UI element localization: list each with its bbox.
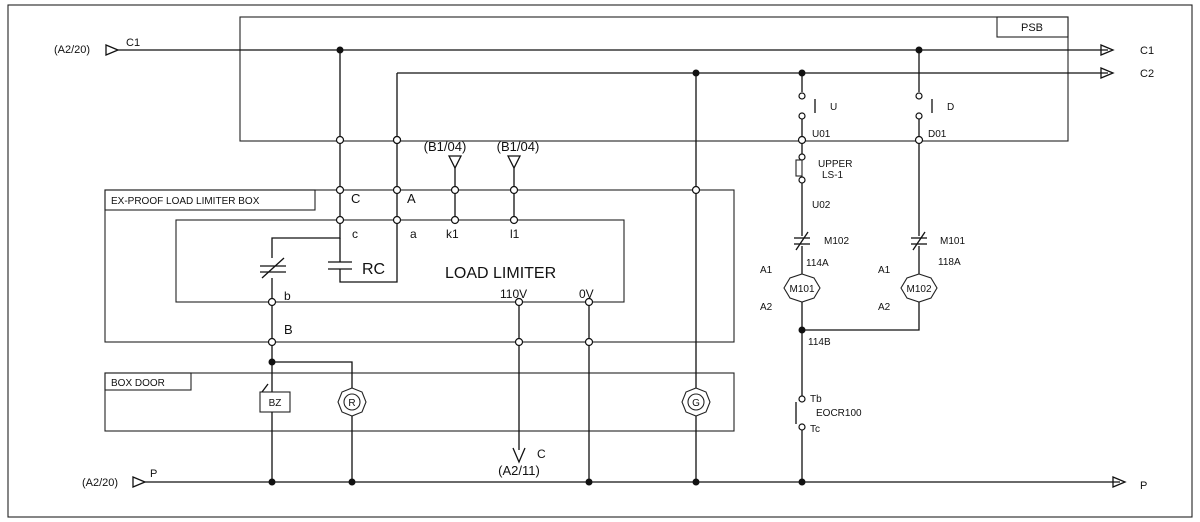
coil-m101-icon: M101 — [783, 273, 821, 303]
coil-m102-icon: M102 — [900, 273, 938, 303]
ref-a2-20-bottom: (A2/20) — [82, 477, 118, 489]
open-terminals — [267, 135, 701, 347]
a2-right-label: A2 — [878, 302, 891, 313]
term-B-label: B — [284, 322, 293, 337]
limit-switch-ls1 — [795, 159, 803, 177]
sw-u-label: U — [830, 102, 837, 113]
box-door-title-box — [104, 372, 192, 391]
psb-title-box — [996, 16, 1069, 38]
drawing-border — [7, 4, 1193, 518]
load-limiter-contact-slash — [261, 257, 285, 279]
term-a-label: a — [410, 227, 417, 241]
ref-b1-04-a: (B1/04) — [424, 139, 467, 154]
term-k1-label: k1 — [446, 227, 459, 241]
p-input-arrow — [132, 476, 147, 488]
tc-label: Tc — [810, 424, 820, 435]
term-c-label: c — [352, 227, 358, 241]
c1-input-arrow — [105, 44, 120, 56]
load-limiter-box — [175, 219, 625, 303]
output-c-arrow — [512, 447, 526, 464]
u02-label: U02 — [812, 200, 831, 211]
term-110v-label: 110V — [500, 287, 527, 301]
wire-c-to-contact — [271, 220, 341, 258]
term-0v-label: 0V — [579, 287, 594, 301]
c1-right-label: C1 — [1140, 45, 1154, 57]
c1-left-label: C1 — [126, 37, 140, 49]
p-left-label: P — [150, 468, 157, 480]
a1-right-label: A1 — [878, 265, 891, 276]
lamp-r-label: R — [348, 398, 355, 409]
box-door — [104, 372, 735, 432]
c2-output-arrow — [1100, 67, 1115, 79]
m101-contact-label: M101 — [940, 236, 965, 247]
w114a-label: 114A — [806, 258, 829, 269]
p-output-arrow — [1112, 476, 1127, 488]
buzzer-mark — [261, 383, 269, 393]
lamp-g-icon: G — [681, 387, 711, 417]
c1-output-arrow — [1100, 44, 1115, 56]
psb-label: PSB — [1021, 22, 1043, 34]
ls1-label: LS-1 — [822, 170, 844, 181]
bz-label: BZ — [269, 398, 282, 409]
load-limiter-label: LOAD LIMITER — [445, 265, 556, 282]
lamp-g-label: G — [692, 398, 700, 409]
ref-a2-20-top: (A2/20) — [54, 44, 90, 56]
a1-left-label: A1 — [760, 265, 773, 276]
ref-b1-04-b: (B1/04) — [497, 139, 540, 154]
term-b-label: b — [284, 289, 291, 303]
box-door-label: BOX DOOR — [111, 378, 165, 389]
wire-rc-to-a — [339, 220, 398, 283]
m102-contact-label: M102 — [824, 236, 849, 247]
m101-nc-slash — [912, 231, 926, 251]
upper-label: UPPER — [818, 159, 852, 170]
w114b-label: 114B — [808, 337, 831, 348]
b1-04-arrow-a — [447, 155, 463, 170]
term-A-label: A — [407, 191, 416, 206]
buzzer-bz — [259, 391, 291, 413]
m102-nc-slash — [795, 231, 809, 251]
wire-to-lamp-r — [272, 361, 353, 388]
tb-label: Tb — [810, 394, 822, 405]
term-C-label: C — [351, 191, 360, 206]
u01-label: U01 — [812, 129, 831, 140]
lamp-r-icon: R — [337, 387, 367, 417]
a2-left-label: A2 — [760, 302, 773, 313]
term-l1-label: l1 — [510, 227, 520, 241]
ref-a2-11: (A2/11) — [498, 463, 540, 478]
ex-proof-label: EX-PROOF LOAD LIMITER BOX — [111, 196, 260, 207]
d01-label: D01 — [928, 129, 947, 140]
out-c-label: C — [537, 447, 546, 461]
ex-proof-box — [104, 189, 735, 343]
coil-m101-label: M101 — [789, 284, 814, 295]
eocr-label: EOCR100 — [816, 408, 862, 419]
sw-d-label: D — [947, 102, 954, 113]
ex-proof-title-box — [104, 189, 316, 211]
b1-04-arrow-b — [506, 155, 522, 170]
psb-enclosure — [239, 16, 1069, 142]
rc-label: RC — [362, 261, 385, 278]
wire-114b-bridge — [802, 302, 920, 331]
c2-right-label: C2 — [1140, 68, 1154, 80]
p-right-label: P — [1140, 480, 1147, 492]
coil-m102-label: M102 — [906, 284, 931, 295]
w118a-label: 118A — [938, 257, 961, 268]
